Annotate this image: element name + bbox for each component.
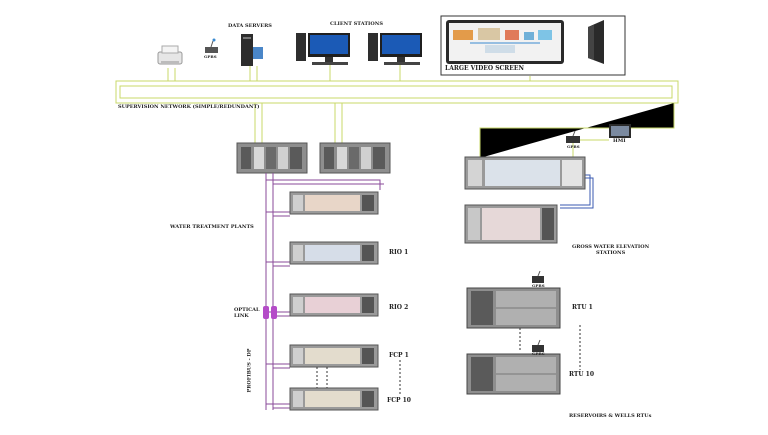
data-server-icon — [241, 34, 263, 66]
label-rtu1: RTU 1 — [572, 304, 593, 311]
field-control-panel-fcp10 — [289, 387, 379, 411]
label-reservoirs-wells-rtus: RESERVOIRS & WELLS RTUs — [569, 413, 652, 419]
rtu-continuation-dots — [519, 325, 581, 370]
label-gprs-rtu10: GPRS — [532, 351, 545, 356]
hmi-panel-icon — [609, 124, 631, 138]
label-optical-link: OPTICAL LINK — [234, 307, 260, 319]
field-control-panel-fcp1 — [289, 344, 379, 368]
rtu10-cabinet — [466, 353, 561, 395]
large-video-screen — [440, 15, 626, 76]
remote-io-rack-rio2 — [289, 293, 379, 317]
label-fcp10: FCP 10 — [387, 397, 411, 404]
fcp-continuation-dots — [316, 360, 401, 395]
remote-io-rack-rio1 — [289, 241, 379, 265]
label-water-treatment-plants: WATER TREATMENT PLANTS — [170, 224, 254, 230]
label-hmi: HMI — [613, 138, 626, 144]
label-gross-water-elevation-stations: GROSS WATER ELEVATION STATIONS — [572, 244, 650, 256]
profibus-branches — [266, 211, 290, 409]
water-treatment-plc-2 — [319, 142, 391, 174]
label-gprs-gwes: GPRS — [567, 144, 580, 149]
label-profibus-dp: PROFIBUS - DP — [246, 348, 253, 393]
client-station-1-icon — [296, 33, 350, 65]
gprs-modem-icon — [205, 38, 218, 53]
gprs-modem-rtu10-icon — [532, 339, 544, 352]
label-rio2: RIO 2 — [389, 304, 409, 311]
label-supervision-network: SUPERVISION NETWORK (SIMPLE/REDUNDANT) — [118, 104, 260, 110]
label-rio1: RIO 1 — [389, 249, 409, 256]
rtu1-cabinet — [466, 287, 561, 329]
printer-icon — [157, 45, 183, 65]
label-gprs-server: GPRS — [204, 54, 217, 59]
gwes-rack-1 — [464, 156, 586, 190]
label-fcp1: FCP 1 — [389, 352, 409, 359]
label-data-servers: DATA SERVERS — [228, 23, 272, 29]
label-client-stations: CLIENT STATIONS — [330, 21, 383, 27]
gprs-modem-gwes-icon — [566, 130, 580, 143]
client-station-2-icon — [368, 33, 422, 65]
water-treatment-plc-1 — [236, 142, 308, 174]
gprs-modem-rtu1-icon — [532, 270, 544, 283]
gwes-links — [560, 139, 609, 209]
remote-io-rack-wtp — [289, 191, 379, 215]
label-large-video-screen: LARGE VIDEO SCREEN — [445, 65, 524, 72]
supervision-network — [115, 80, 679, 104]
optical-link-icon — [263, 306, 277, 319]
gwes-rack-2 — [464, 204, 558, 244]
label-rtu10: RTU 10 — [569, 371, 595, 378]
label-gprs-rtu1: GPRS — [532, 283, 545, 288]
network-drop-lines — [167, 64, 675, 158]
